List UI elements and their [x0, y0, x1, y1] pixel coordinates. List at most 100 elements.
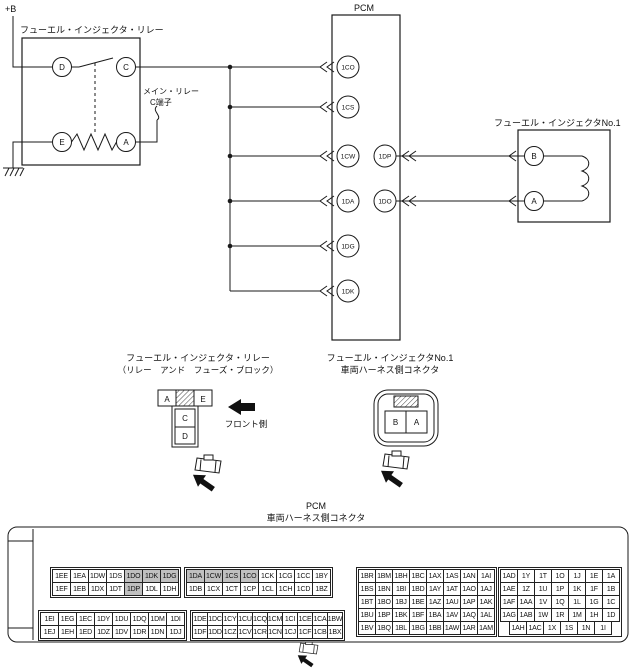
- wire-relay-to-ground: [12, 141, 52, 168]
- pin-1DT: 1DT: [106, 582, 125, 596]
- pcm-terminal-1DK: 1DK: [319, 279, 360, 303]
- ground-symbol: [3, 167, 25, 177]
- svg-text:1DK: 1DK: [342, 289, 355, 296]
- pin-1AE: 1AE: [500, 582, 518, 596]
- pin-1BR: 1BR: [358, 569, 376, 583]
- front-side-indicator: フロント側: [225, 399, 267, 429]
- pin-1DD: 1DD: [207, 625, 223, 639]
- pin-1CT: 1CT: [222, 582, 241, 596]
- pin-1BB: 1BB: [426, 621, 444, 635]
- svg-text:D: D: [59, 63, 65, 72]
- wire-relay-to-main-relay: [136, 120, 158, 143]
- pin-1AT: 1AT: [443, 582, 461, 596]
- pin-1CQ: 1CQ: [252, 612, 268, 626]
- pin-1AI: 1AI: [477, 569, 495, 583]
- pin-1DA: 1DA: [186, 569, 205, 583]
- pin-1CJ: 1CJ: [282, 625, 298, 639]
- pin-1CH: 1CH: [276, 582, 295, 596]
- pin-1CI: 1CI: [282, 612, 298, 626]
- pin-1BC: 1BC: [409, 569, 427, 583]
- pin-1BH: 1BH: [392, 569, 410, 583]
- pin-1AM: 1AM: [477, 621, 495, 635]
- pin-1CY: 1CY: [222, 612, 238, 626]
- pin-1AS: 1AS: [443, 569, 461, 583]
- pin-1EG: 1EG: [58, 612, 77, 626]
- pin-1BZ: 1BZ: [312, 582, 331, 596]
- pin-1AP: 1AP: [460, 595, 478, 609]
- pin-1AC: 1AC: [526, 621, 544, 635]
- pcm-terminal-1CW: 1CW: [319, 144, 360, 168]
- injector-title: フューエル・インジェクタNo.1: [494, 118, 621, 128]
- svg-text:B: B: [393, 418, 398, 427]
- relay-terminal-C: C: [116, 57, 136, 77]
- pin-1BW: 1BW: [327, 612, 343, 626]
- injector-terminal-A: A: [508, 191, 544, 211]
- pin-1AA: 1AA: [517, 595, 535, 609]
- pin-1BD: 1BD: [409, 582, 427, 596]
- pin-1DC: 1DC: [207, 612, 223, 626]
- pin-1I: 1I: [594, 621, 612, 635]
- pin-1CN: 1CN: [267, 625, 283, 639]
- pin-1Q: 1Q: [551, 595, 569, 609]
- junction-dots: [227, 64, 233, 249]
- pcm-terminal-1DP: 1DP: [373, 144, 417, 168]
- relay-connector-diagram: A E C D: [157, 389, 213, 448]
- pin-1M: 1M: [568, 608, 586, 622]
- svg-text:1DP: 1DP: [379, 154, 392, 161]
- pin-1BQ: 1BQ: [375, 621, 393, 635]
- injector-coil: [543, 155, 590, 202]
- pin-1BL: 1BL: [392, 621, 410, 635]
- wire-power-to-relay: [12, 16, 52, 68]
- injector-connector-caption-1: フューエル・インジェクタNo.1: [327, 353, 454, 363]
- pin-1CO: 1CO: [240, 569, 259, 583]
- pin-1Y: 1Y: [517, 569, 535, 583]
- pin-1CK: 1CK: [258, 569, 277, 583]
- pin-1EE: 1EE: [52, 569, 71, 583]
- pin-1BJ: 1BJ: [392, 595, 410, 609]
- pin-1DN: 1DN: [148, 625, 167, 639]
- injector-terminal-B: B: [508, 146, 544, 166]
- pin-1CX: 1CX: [204, 582, 223, 596]
- pin-1BK: 1BK: [392, 608, 410, 622]
- pin-1DS: 1DS: [106, 569, 125, 583]
- pin-1BN: 1BN: [375, 582, 393, 596]
- pin-1DX: 1DX: [88, 582, 107, 596]
- pin-1DJ: 1DJ: [166, 625, 185, 639]
- fuel-injector-relay: フューエル・インジェクタ・リレー D C E A: [20, 25, 164, 166]
- pin-1CA: 1CA: [312, 612, 328, 626]
- pin-1Z: 1Z: [517, 582, 535, 596]
- relay-coil: [71, 132, 117, 152]
- pin-1EJ: 1EJ: [40, 625, 59, 639]
- svg-text:C: C: [182, 414, 188, 423]
- pin-1EA: 1EA: [70, 569, 89, 583]
- pin-1CE: 1CE: [297, 612, 313, 626]
- svg-text:C: C: [123, 63, 129, 72]
- pin-1DE: 1DE: [192, 612, 208, 626]
- pin-1H: 1H: [585, 608, 603, 622]
- svg-text:E: E: [200, 395, 205, 404]
- pin-1V: 1V: [534, 595, 552, 609]
- pin-1DG: 1DG: [160, 569, 179, 583]
- injector-connector-view-icon: [376, 450, 410, 492]
- pin-1BY: 1BY: [312, 569, 331, 583]
- pin-1AQ: 1AQ: [460, 608, 478, 622]
- pin-1CP: 1CP: [240, 582, 259, 596]
- keyway-hatched-tab: [393, 395, 419, 408]
- pin-1AH: 1AH: [509, 621, 527, 635]
- svg-text:A: A: [164, 395, 170, 404]
- relay-connector-caption-1: フューエル・インジェクタ・リレー: [126, 353, 270, 363]
- pcm-terminal-1CS: 1CS: [319, 95, 360, 119]
- injector-connector-caption-2: 車両ハーネス側コネクタ: [341, 364, 440, 375]
- pin-1BA: 1BA: [426, 608, 444, 622]
- pin-1G: 1G: [585, 595, 603, 609]
- pin-1X: 1X: [543, 621, 561, 635]
- pin-1BS: 1BS: [358, 582, 376, 596]
- relay-connector-caption-2: （リレー アンド フューズ・ブロック）: [118, 365, 279, 375]
- pin-1CC: 1CC: [294, 569, 313, 583]
- pin-1A: 1A: [602, 569, 620, 583]
